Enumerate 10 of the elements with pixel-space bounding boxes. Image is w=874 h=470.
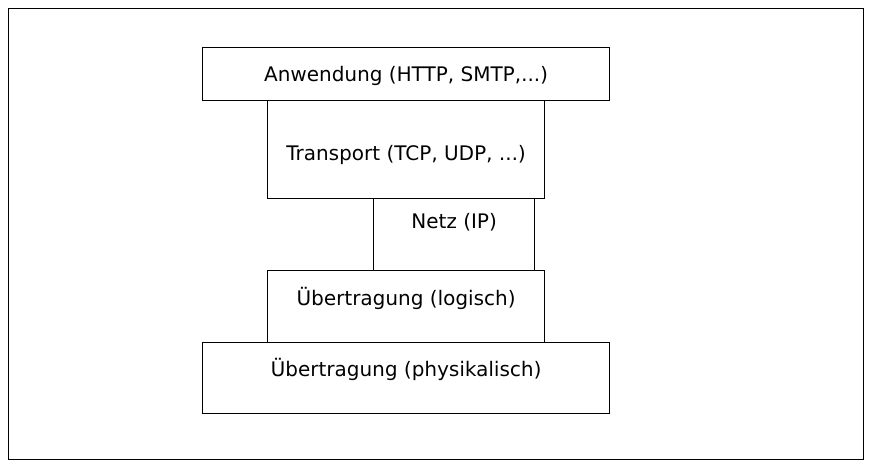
layer-box [202,342,610,414]
layer-label: Übertragung (logisch) [296,286,516,310]
layer-label: Transport (TCP, UDP, ...) [286,141,526,165]
layer-box [267,100,545,199]
layer-label: Anwendung (HTTP, SMTP,...) [264,62,548,86]
layer-box [267,270,545,343]
layer-label: Netz (IP) [411,209,497,233]
layer-label: Übertragung (physikalisch) [270,357,542,381]
layer-box [373,198,535,271]
layer-box [202,47,610,101]
